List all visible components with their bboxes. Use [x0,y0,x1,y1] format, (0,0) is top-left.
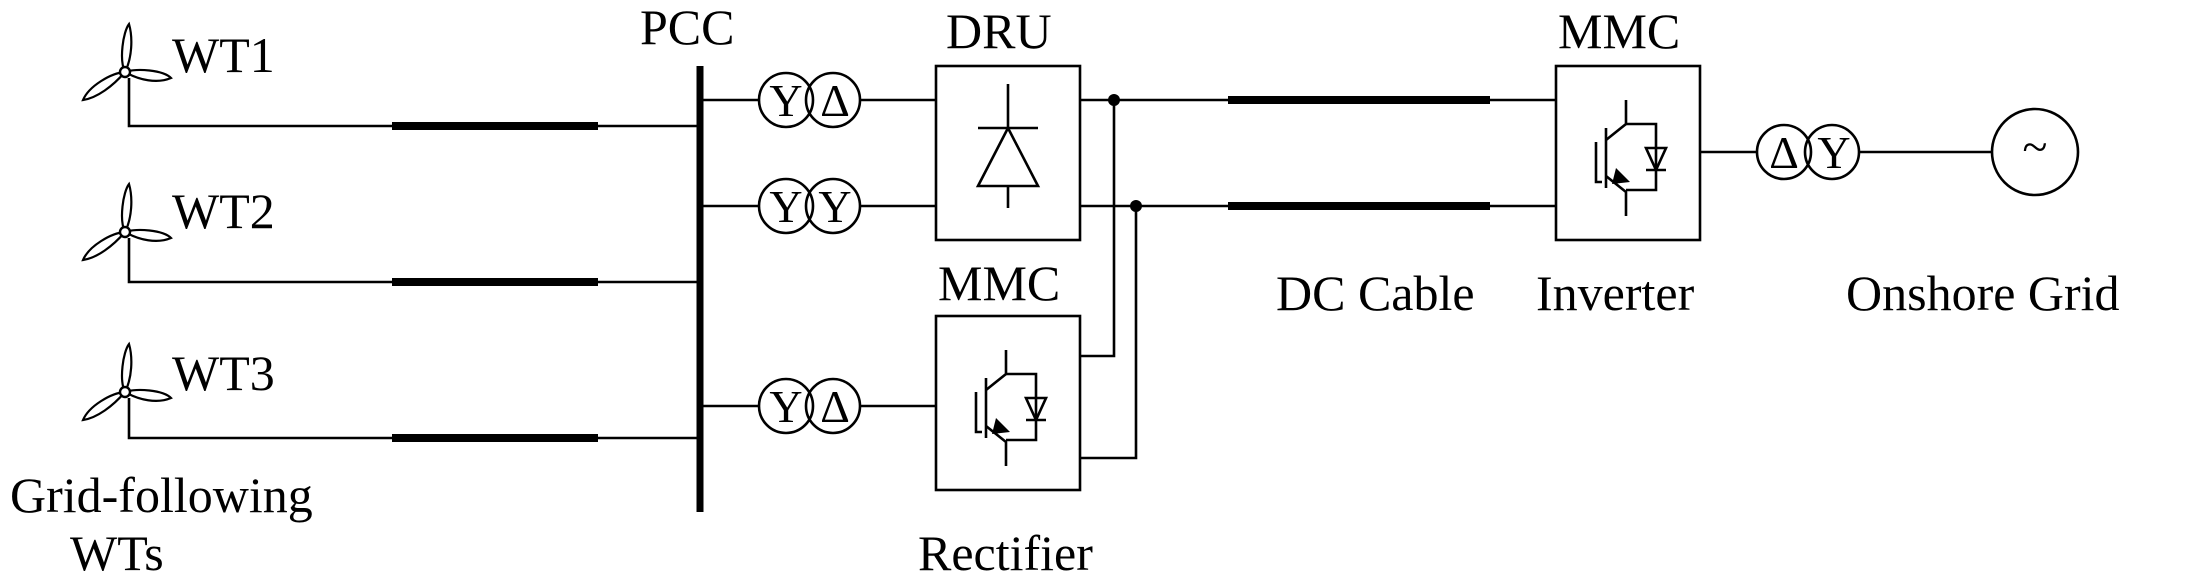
transformer-winding-primary: Δ [1769,127,1799,178]
inverter-mmc-label: MMC [1558,3,1680,59]
mmc-dc-positive [1080,100,1116,358]
transformer-winding-primary: Y [769,381,802,432]
turbine-group-label-line1: Grid-following [10,467,313,523]
turbine-2-label: WT2 [172,183,275,239]
transformer-winding-secondary: Y [1817,127,1850,178]
turbine-3-feeder [127,398,392,440]
rectifier-mmc-converter [934,314,1082,492]
wind-turbine-1: WT1 [81,21,392,128]
dc-cable-label: DC Cable [1276,265,1475,321]
turbine-1-feeder [127,78,392,128]
wind-turbine-3: WT3 [81,341,392,440]
turbine-3-label: WT3 [172,345,275,401]
turbine-group-label-line2: WTs [70,525,164,580]
dru-converter [934,64,1082,242]
diode-icon [975,84,1041,208]
transformer-winding-secondary: Δ [820,75,850,126]
dru-label: DRU [946,3,1052,59]
mmc-dc-negative [1080,206,1138,460]
transformer-winding-secondary: Y [818,181,851,232]
transformer-winding-primary: Y [769,181,802,232]
wind-turbine-icon [81,181,173,262]
wind-turbine-icon [81,341,173,422]
inverter-mmc-converter [1554,64,1702,242]
junction-node [1108,94,1120,106]
junction-node [1130,200,1142,212]
rectifier-mmc-label: MMC [938,255,1060,311]
onshore-grid-label: Onshore Grid [1846,265,2120,321]
transformer-mmc-rectifier: Y Δ [757,377,862,435]
pcc-label: PCC [640,0,735,55]
transformer-winding-secondary: Δ [820,381,850,432]
transformer-dru-1: Y Δ [757,71,862,129]
transformer-grid: Δ Y [1755,123,1861,181]
wind-turbine-2: WT2 [81,181,392,284]
wind-turbine-icon [81,21,173,102]
rectifier-label: Rectifier [918,525,1093,580]
igbt-icon [1594,100,1669,216]
inverter-label: Inverter [1536,265,1695,321]
turbine-1-label: WT1 [172,27,275,83]
sine-wave-icon: ~ [2023,121,2048,172]
igbt-icon [974,350,1049,466]
transformer-winding-primary: Y [769,75,802,126]
ac-grid-source: ~ [1990,107,2080,197]
turbine-2-feeder [127,238,392,284]
transformer-dru-2: Y Y [757,177,862,235]
